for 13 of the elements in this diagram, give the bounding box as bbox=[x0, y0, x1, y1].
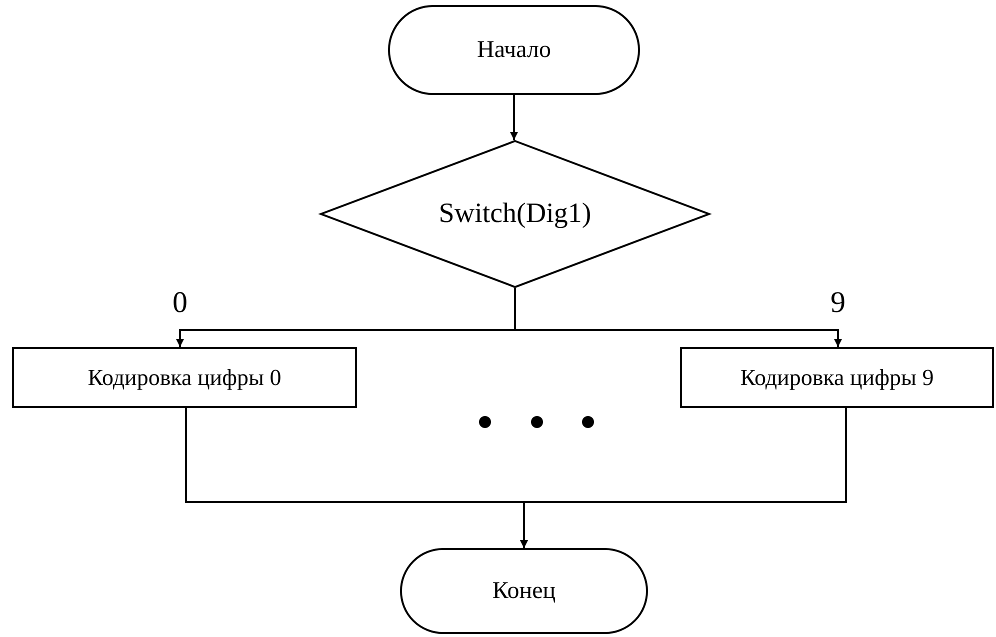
edge-label: 0 bbox=[172, 288, 188, 318]
node-label: Начало bbox=[477, 36, 551, 64]
node-label: Кодировка цифры 0 bbox=[88, 364, 282, 390]
decision-diamond bbox=[320, 140, 710, 288]
node-label: Кодировка цифры 9 bbox=[740, 364, 934, 390]
edge-label: 9 bbox=[830, 288, 846, 318]
node-label: Конец bbox=[492, 578, 556, 604]
arrow bbox=[514, 288, 842, 347]
arrow bbox=[520, 408, 847, 548]
node-label: Switch(Dig1) bbox=[438, 198, 592, 230]
arrow bbox=[510, 95, 518, 140]
process-box bbox=[12, 347, 357, 408]
process-box bbox=[680, 347, 994, 408]
